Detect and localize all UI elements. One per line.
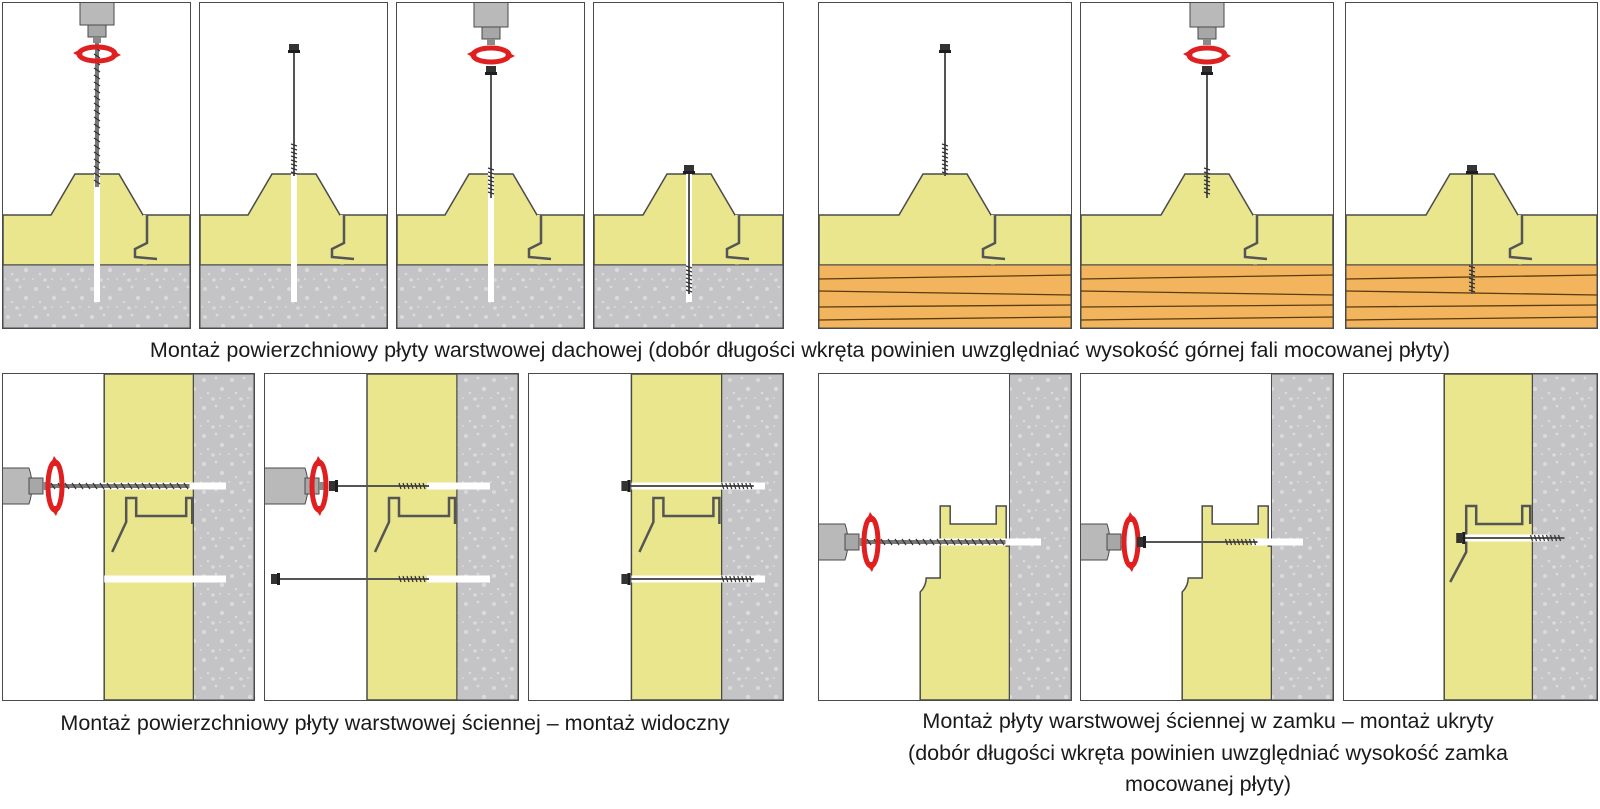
screw-icon — [271, 573, 429, 585]
rotation-arrow-icon — [467, 45, 515, 65]
insulation-layer — [919, 505, 1011, 700]
wall-hidden-drive-panel — [1080, 373, 1334, 701]
screw-icon — [621, 480, 754, 492]
drill-icon — [79, 3, 115, 43]
wall-visible-fixed-panel — [528, 373, 784, 701]
concrete-substrate — [1270, 374, 1333, 700]
screw-icon — [1466, 165, 1478, 294]
insulation-layer — [819, 173, 1071, 266]
screw-icon — [485, 66, 497, 198]
rotation-arrow-icon — [861, 512, 881, 572]
wall-hidden-fixed-panel — [1343, 373, 1598, 701]
panel-lock — [330, 215, 355, 261]
drill-bit-icon — [47, 482, 190, 490]
panel-lock — [527, 215, 552, 261]
concrete-substrate — [721, 374, 783, 700]
screw-icon — [683, 165, 695, 294]
panel-lock — [111, 496, 194, 553]
drill-bit-icon — [93, 43, 101, 187]
wall-visible-drive-panel — [264, 373, 519, 701]
wood-substrate — [1081, 264, 1333, 328]
concrete-substrate — [192, 374, 254, 700]
panel-lock — [373, 496, 457, 553]
drill-bit-icon — [863, 538, 1006, 546]
panel-lock — [1508, 215, 1533, 261]
roof-concrete-drill-panel — [2, 2, 191, 329]
screw-icon — [329, 480, 429, 492]
wall-visible-drill-panel — [2, 373, 255, 701]
insulation-layer — [630, 374, 723, 700]
roof-wood-drive-panel — [1080, 2, 1334, 329]
screw-icon — [621, 573, 754, 585]
drill-icon — [1081, 523, 1126, 561]
panel-lock — [1243, 215, 1268, 261]
wall-visible-caption: Montaż powierzchniowy płyty warstwowej ś… — [60, 711, 730, 735]
screw-icon — [1456, 532, 1565, 544]
screw-icon — [1137, 536, 1258, 548]
roof-concrete-fixed-panel — [593, 2, 784, 329]
insulation-layer — [1181, 505, 1273, 700]
rotation-arrow-icon — [73, 44, 121, 64]
roof-wood-screw-panel — [818, 2, 1072, 329]
wall-hidden-drill-panel — [818, 373, 1072, 701]
wall-hidden-caption-line-2: (dobór długości wkręta powinien uwzględn… — [908, 741, 1508, 765]
rotation-arrow-icon — [309, 456, 329, 516]
panel-lock — [133, 215, 158, 261]
insulation-layer — [366, 374, 458, 700]
screw-icon — [939, 44, 951, 176]
panel-lock — [725, 215, 750, 261]
panel-lock — [638, 496, 721, 553]
screw-icon — [288, 44, 300, 176]
drill-icon — [473, 3, 509, 45]
roof-caption: Montaż powierzchniowy płyty warstwowej d… — [149, 338, 1451, 362]
wood-substrate — [819, 264, 1071, 328]
rotation-arrow-icon — [1121, 512, 1141, 572]
roof-concrete-drive-panel — [396, 2, 585, 329]
wall-hidden-caption-line-3: mocowanej płyty) — [1124, 772, 1292, 796]
concrete-substrate — [456, 374, 518, 700]
screw-icon — [1201, 66, 1213, 198]
rotation-arrow-icon — [1183, 45, 1231, 65]
rotation-arrow-icon — [45, 456, 65, 516]
drill-icon — [3, 467, 48, 505]
roof-wood-fixed-panel — [1345, 2, 1598, 329]
roof-concrete-screw-panel — [199, 2, 388, 329]
panel-lock — [981, 215, 1006, 261]
drill-icon — [1189, 3, 1225, 45]
drill-icon — [819, 523, 864, 561]
wall-hidden-caption-line-1: Montaż płyty warstwowej ściennej w zamku… — [922, 709, 1494, 733]
concrete-substrate — [1008, 374, 1071, 700]
insulation-layer — [103, 374, 195, 700]
